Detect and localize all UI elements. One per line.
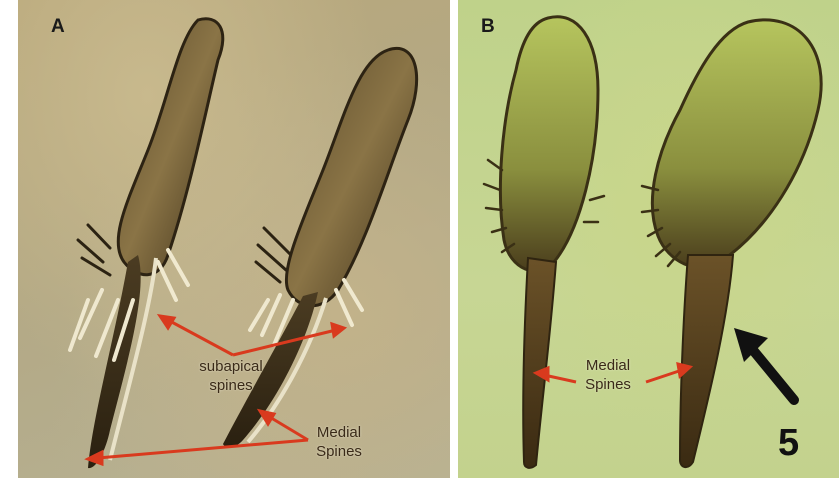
panel-a-illustration [18, 0, 450, 478]
left-leg-b [484, 17, 604, 468]
panel-label-b: B [481, 16, 495, 38]
medial-spines-label-b: Medial Spines [573, 356, 643, 394]
medial-spines-label-a: Medial Spines [304, 423, 374, 461]
subapical-spines-label: subapical spines [186, 357, 276, 395]
panel-b-illustration [458, 0, 839, 478]
figure-number: 5 [778, 422, 799, 465]
panel-b: B Medial Spines [458, 0, 839, 478]
panel-a: A subapical spines Medial Spines [18, 0, 450, 478]
pointer-arrow [734, 328, 794, 400]
panel-label-a: A [51, 16, 65, 38]
left-leg-a [70, 19, 223, 468]
